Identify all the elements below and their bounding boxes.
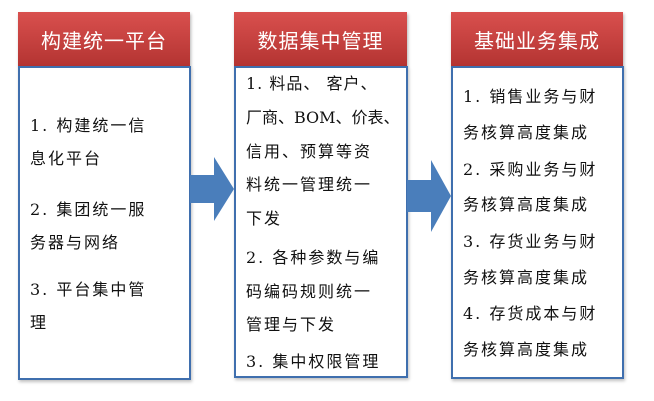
text-line: 料统一管理统一 (246, 175, 373, 194)
text-line: 1. 料品、 客户、 (246, 74, 378, 93)
text-line: 下发 (246, 209, 283, 228)
arrow-right-icon (190, 157, 234, 221)
column-body: 1. 销售业务与财 务核算高度集成 2. 采购业务与财 务核算高度集成 3. 存… (451, 66, 624, 379)
text-line: 厂商、BOM、价表、 (246, 108, 400, 127)
text-line: 务器与网络 (30, 233, 121, 252)
text-line: 息化平台 (30, 149, 103, 168)
text-line: 管理与下发 (246, 315, 337, 334)
text-line: 理 (30, 313, 49, 332)
column-body: 1. 构建统一信 息化平台 2. 集团统一服 务器与网络 3. 平台集中管 理 (18, 66, 191, 380)
text-line: 务核算高度集成 (463, 195, 590, 214)
text-line: 2. 集团统一服 (30, 200, 147, 219)
text-line: 码编码规则统一 (246, 282, 373, 301)
text-line: 务核算高度集成 (463, 340, 590, 359)
text-line: 3. 平台集中管 (30, 280, 147, 299)
text-line: 2. 各种参数与编 (246, 248, 381, 267)
text-line: 2. 采购业务与财 (463, 160, 598, 179)
column-header: 构建统一平台 (18, 12, 190, 66)
text-line: 1. 销售业务与财 (463, 87, 598, 106)
column-body: 1. 料品、 客户、 厂商、BOM、价表、 信用、预算等资 料统一管理统一 下发… (234, 66, 408, 378)
text-line: 3. 集中权限管理 (246, 352, 381, 371)
text-line: 务核算高度集成 (463, 123, 590, 142)
text-line: 1. 构建统一信 (30, 116, 147, 135)
column-header: 数据集中管理 (234, 12, 407, 66)
text-line: 信用、预算等资 (246, 142, 373, 161)
text-line: 3. 存货业务与财 (463, 232, 598, 251)
text-line: 4. 存货成本与财 (463, 304, 598, 323)
column-header: 基础业务集成 (451, 12, 623, 66)
text-line: 务核算高度集成 (463, 268, 590, 287)
arrow-right-icon (407, 160, 451, 232)
